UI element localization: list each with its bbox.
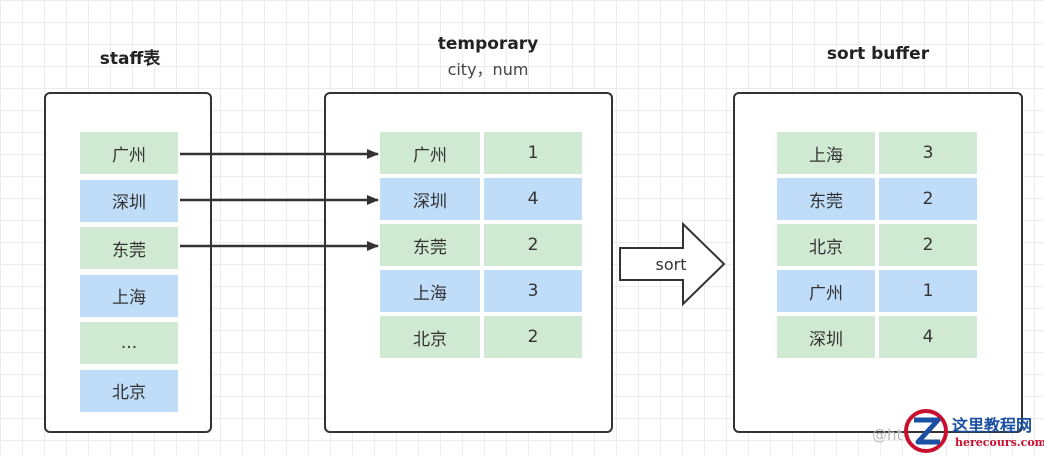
temporary-row-num: 3	[484, 270, 582, 312]
temporary-row-city: 广州	[380, 132, 480, 174]
temporary-row-num: 2	[484, 316, 582, 358]
staff-table-title: staff表	[99, 49, 161, 69]
temporary-row-city: 上海	[380, 270, 480, 312]
sort-buffer-row-city: 广州	[777, 270, 875, 312]
sort-arrow-label: sort	[655, 254, 687, 274]
staff-row-city: 深圳	[80, 179, 178, 222]
staff-row-city: ...	[80, 322, 178, 364]
watermark-brand: 这里教程网	[952, 416, 1033, 435]
temporary-row-city: 东莞	[380, 224, 480, 266]
sort-buffer-row-num: 3	[879, 132, 977, 174]
temporary-row-city: 北京	[380, 316, 480, 358]
staff-table-panel: 广州深圳东莞上海... 北京	[44, 92, 212, 433]
sort-buffer-row-city: 东莞	[777, 178, 875, 220]
staff-row-city: 广州	[80, 132, 178, 174]
temporary-row-num: 4	[484, 178, 582, 220]
sort-arrow-icon	[619, 221, 726, 307]
sort-buffer-row-num: 4	[879, 316, 977, 358]
sort-buffer-title: sort buffer	[826, 44, 930, 64]
sort-buffer-row-city: 上海	[777, 132, 875, 174]
temporary-fields-label: city，num	[447, 60, 529, 79]
temporary-table-title: temporary	[437, 34, 539, 54]
sort-buffer-row-num: 1	[879, 270, 977, 312]
sort-buffer-row-num: 2	[879, 178, 977, 220]
temporary-row-num: 2	[484, 224, 582, 266]
temporary-row-city: 深圳	[380, 178, 480, 220]
sort-buffer-row-city: 深圳	[777, 316, 875, 358]
staff-row-city: 上海	[80, 274, 178, 317]
watermark-domain: herecours.com	[955, 436, 1044, 449]
staff-row-city: 北京	[80, 369, 178, 412]
watermark-handle: @ht	[872, 426, 903, 444]
sort-buffer-row-num: 2	[879, 224, 977, 266]
staff-row-city: 东莞	[80, 227, 178, 269]
sort-buffer-row-city: 北京	[777, 224, 875, 266]
temporary-row-num: 1	[484, 132, 582, 174]
